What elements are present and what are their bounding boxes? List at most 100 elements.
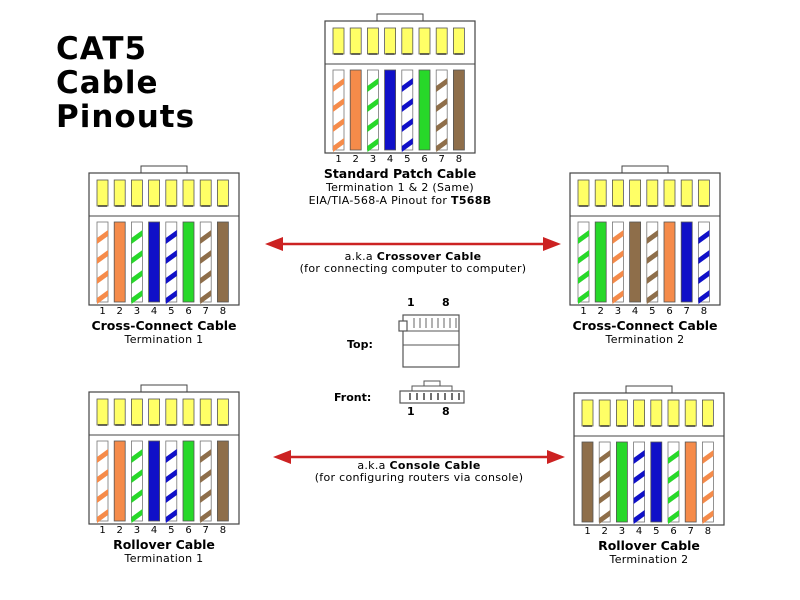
rollover-1-title: Rollover Cable — [113, 537, 215, 552]
pin-contact — [663, 179, 676, 207]
pin-contact — [113, 398, 126, 426]
pin-number: 8 — [455, 154, 463, 165]
wire-blue-white — [165, 440, 178, 523]
console-aka-prefix: a.k.a — [357, 459, 390, 472]
wire-blue-white — [633, 441, 645, 524]
rollover-2-subtitle: Termination 2 — [609, 553, 689, 566]
wire-brown-white — [646, 221, 659, 304]
pin-number: 6 — [185, 306, 192, 317]
pin-number: 2 — [116, 525, 123, 536]
plug-drawing — [88, 384, 240, 525]
jack-top-view-icon — [398, 314, 460, 368]
wire-orange-white — [701, 441, 714, 524]
wire-orange-white — [612, 221, 624, 304]
pin-number: 3 — [369, 154, 377, 165]
pin-number: 8 — [704, 526, 712, 537]
crossover-arrow-block: a.k.a Crossover Cable (for connecting co… — [265, 236, 561, 280]
pin-number: 1 — [99, 306, 106, 317]
pin-contact — [199, 179, 212, 207]
wire-brown — [629, 221, 641, 303]
pin-contact — [131, 179, 143, 207]
legend-top-label: Top: — [347, 338, 373, 351]
pin-contact — [598, 399, 611, 427]
pin-contact — [697, 179, 710, 207]
console-description: (for configuring routers via console) — [314, 471, 524, 484]
wire-green-white — [131, 440, 143, 523]
pin-number: 7 — [687, 526, 694, 537]
cross-connect-1-subtitle: Termination 1 — [124, 333, 204, 346]
pin-contact — [577, 179, 590, 207]
wire-green — [182, 221, 195, 303]
pinout-note-standard: T568B — [451, 194, 492, 207]
pin-contact — [332, 27, 345, 55]
pin-contact — [113, 179, 126, 207]
pin-number: 1 — [99, 525, 106, 536]
wire-orange — [663, 221, 676, 303]
pin-number: 4 — [150, 306, 158, 317]
legend-top-pin-first: 1 — [407, 296, 415, 309]
wire-blue-white — [401, 69, 414, 152]
pin-number: 2 — [597, 306, 604, 317]
pin-contact — [594, 179, 607, 207]
pin-number: 5 — [168, 306, 175, 317]
pin-number: 1 — [335, 154, 342, 165]
pin-number: 6 — [670, 526, 677, 537]
pin-contact — [680, 179, 693, 207]
pin-contact — [616, 399, 628, 427]
wire-green-white — [577, 221, 590, 304]
pin-contact — [435, 27, 448, 55]
wire-blue — [680, 221, 693, 303]
pin-number: 3 — [614, 306, 622, 317]
pin-contact — [216, 398, 229, 426]
wire-green-white — [131, 221, 143, 304]
pin-contact — [633, 399, 645, 427]
pin-number: 2 — [601, 526, 608, 537]
pin-contact — [367, 27, 379, 55]
pin-contact — [216, 179, 229, 207]
rollover-1-subtitle: Termination 1 — [124, 552, 204, 565]
wire-green — [594, 221, 607, 303]
pin-contact — [401, 27, 414, 55]
pin-contact — [452, 27, 465, 55]
pin-number: 2 — [116, 306, 123, 317]
pin-number: 4 — [386, 154, 394, 165]
wire-orange — [349, 69, 362, 151]
crossover-description: (for connecting computer to computer) — [299, 262, 527, 275]
crossover-aka: a.k.a Crossover Cable — [265, 250, 561, 263]
wire-orange-white — [332, 69, 345, 152]
cross-connect-2-subtitle: Termination 2 — [605, 333, 685, 346]
wire-orange — [113, 440, 126, 522]
pin-contact — [96, 398, 109, 426]
pin-number: 5 — [649, 306, 656, 317]
wire-brown-white — [199, 221, 212, 304]
pinout-note-text: EIA/TIA-568-A Pinout for — [308, 194, 452, 207]
pin-contact — [581, 399, 594, 427]
wire-orange — [684, 441, 697, 523]
pin-contact — [182, 398, 195, 426]
wire-blue-white — [697, 221, 710, 304]
wire-brown — [581, 441, 594, 523]
crossover-cable-name: Crossover Cable — [376, 250, 482, 263]
pin-contact — [349, 27, 362, 55]
pin-contact — [629, 179, 641, 207]
wire-green-white — [667, 441, 680, 524]
cross-connect-1-title: Cross-Connect Cable — [91, 318, 237, 333]
plug-drawing — [569, 165, 721, 306]
wire-green — [616, 441, 628, 523]
pin-contact — [612, 179, 624, 207]
pin-number: 5 — [168, 525, 175, 536]
pin-number: 8 — [219, 525, 227, 536]
wire-brown-white — [435, 69, 448, 152]
pin-contact — [701, 399, 714, 427]
wire-green — [182, 440, 195, 522]
crossover-aka-prefix: a.k.a — [344, 250, 377, 263]
console-arrow-block: a.k.a Console Cable (for configuring rou… — [273, 449, 565, 493]
legend-front-pin-first: 1 — [407, 405, 415, 418]
